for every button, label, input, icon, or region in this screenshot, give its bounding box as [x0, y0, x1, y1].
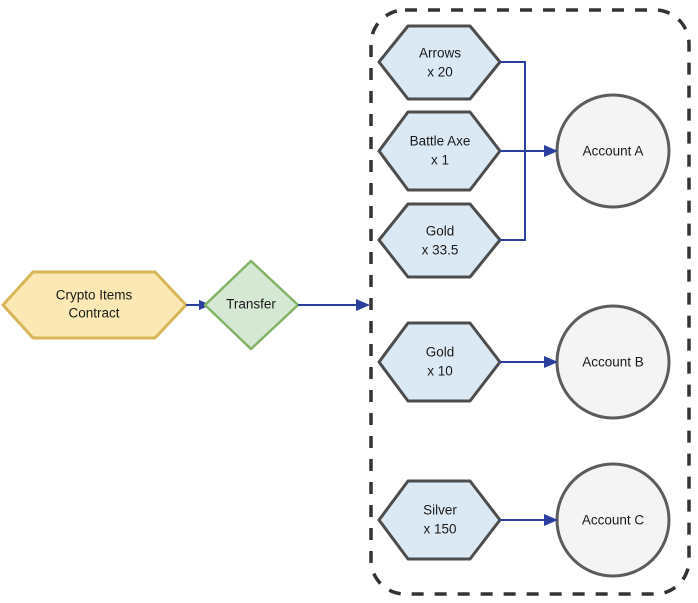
transfer-diamond-shape [203, 259, 300, 351]
edge-gold335-to-account-a [500, 151, 526, 241]
node-item-arrows[interactable]: Arrows x 20 [377, 24, 502, 101]
node-item-battle-axe[interactable]: Battle Axe x 1 [377, 110, 502, 192]
item-hexagon-shape [377, 321, 502, 403]
contract-label-line2: Contract [68, 306, 119, 321]
item-name-label: Gold [426, 345, 455, 360]
edge-silver150-to-account-c [500, 514, 558, 526]
item-qty-label: x 33.5 [422, 243, 459, 258]
node-account-c[interactable]: Account C [555, 462, 671, 578]
item-name-label: Battle Axe [410, 134, 471, 149]
node-account-a[interactable]: Account A [555, 93, 671, 209]
account-label: Account B [582, 355, 644, 370]
item-name-label: Gold [426, 224, 455, 239]
edge-transfer-to-group [298, 299, 370, 311]
account-label: Account C [582, 513, 645, 528]
edge-gold10-to-account-b [500, 356, 558, 368]
edge-arrows-to-account-a [500, 61, 526, 151]
node-item-silver-150[interactable]: Silver x 150 [377, 479, 502, 561]
transfer-label: Transfer [226, 297, 276, 312]
node-crypto-items-contract[interactable]: Crypto Items Contract [1, 270, 188, 340]
node-item-gold-33-5[interactable]: Gold x 33.5 [377, 202, 502, 279]
item-name-label: Arrows [419, 46, 461, 61]
item-hexagon-shape [377, 24, 502, 101]
transfer-group-container [369, 8, 691, 596]
item-qty-label: x 10 [427, 364, 453, 379]
item-hexagon-shape [377, 202, 502, 279]
account-label: Account A [583, 144, 644, 159]
item-name-label: Silver [423, 503, 457, 518]
edge-battleaxe-to-account-a [500, 145, 558, 157]
item-hexagon-shape [377, 110, 502, 192]
item-qty-label: x 1 [431, 153, 449, 168]
node-transfer-action[interactable]: Transfer [203, 259, 300, 351]
node-item-gold-10[interactable]: Gold x 10 [377, 321, 502, 403]
item-qty-label: x 150 [423, 522, 456, 537]
item-qty-label: x 20 [427, 65, 453, 80]
node-account-b[interactable]: Account B [555, 304, 671, 420]
contract-hexagon-shape [1, 270, 188, 340]
contract-label-line1: Crypto Items [56, 288, 133, 303]
item-hexagon-shape [377, 479, 502, 561]
